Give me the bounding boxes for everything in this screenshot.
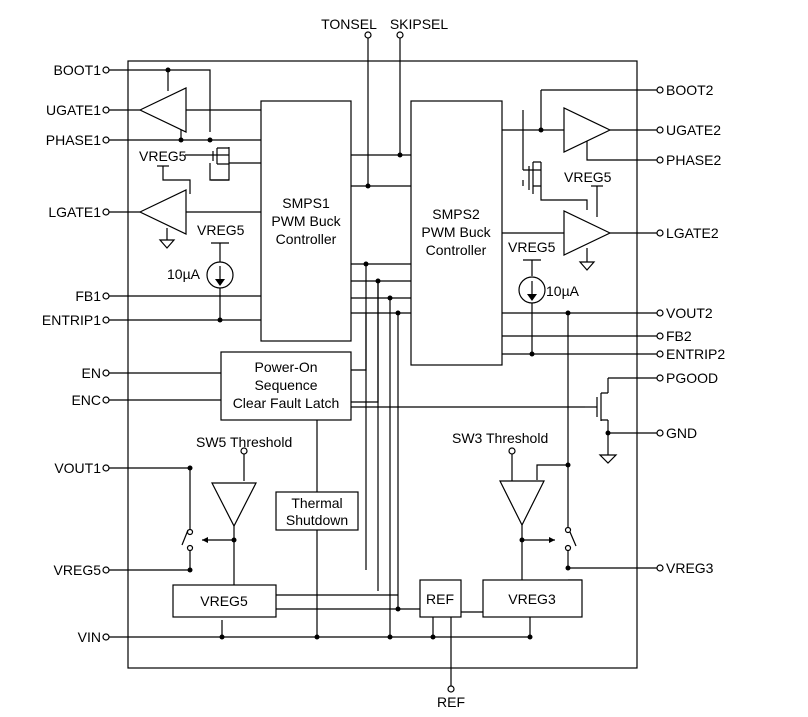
vreg3-block-label: VREG3 <box>508 591 556 607</box>
amplifiers <box>138 87 612 528</box>
pin-phase1: PHASE1 <box>46 132 101 148</box>
pin-gnd: GND <box>666 425 697 441</box>
pin-ref: REF <box>437 694 465 710</box>
pin-ugate1: UGATE1 <box>46 102 101 118</box>
pin-boot2: BOOT2 <box>666 82 714 98</box>
power-on-line2: Sequence <box>254 377 317 393</box>
vreg5-label-left-a: VREG5 <box>139 148 187 164</box>
supply-bars <box>157 165 618 464</box>
pin-vin: VIN <box>78 629 101 645</box>
chip-outline <box>127 60 638 669</box>
sw5-threshold-label: SW5 Threshold <box>196 434 292 450</box>
smps1-line3: Controller <box>276 231 337 247</box>
vreg3-block <box>482 579 583 618</box>
current-sources <box>206 261 546 304</box>
smps2-line3: Controller <box>426 242 487 258</box>
smps2-block <box>410 100 503 366</box>
pin-vreg3: VREG3 <box>666 560 714 576</box>
pin-boot1: BOOT1 <box>54 62 102 78</box>
smps1-line2: PWM Buck <box>271 213 341 229</box>
pin-entrip1: ENTRIP1 <box>42 312 101 328</box>
pin-lgate1: LGATE1 <box>48 204 101 220</box>
switches <box>181 526 577 552</box>
pin-tonsel: TONSEL <box>321 16 377 32</box>
pin-vreg5: VREG5 <box>54 562 102 578</box>
pin-vout1: VOUT1 <box>54 460 101 476</box>
thermal-block <box>275 491 359 531</box>
pin-lgate2: LGATE2 <box>666 225 719 241</box>
smps1-line1: SMPS1 <box>282 195 330 211</box>
vreg5-block <box>172 584 277 618</box>
junction-dots <box>165 67 611 640</box>
thermal-line1: Thermal <box>291 495 342 511</box>
current-label-right: 10µA <box>546 283 580 299</box>
ref-block-label: REF <box>426 591 454 607</box>
pin-enc: ENC <box>71 392 101 408</box>
pin-ugate2: UGATE2 <box>666 122 721 138</box>
vreg5-label-right-b: VREG5 <box>508 239 556 255</box>
pin-pgood: PGOOD <box>666 370 718 386</box>
power-on-block <box>220 351 352 421</box>
wires <box>109 38 657 686</box>
pin-terminals <box>102 31 664 693</box>
pin-fb2: FB2 <box>666 328 692 344</box>
pin-en: EN <box>82 365 101 381</box>
mosfets <box>212 147 608 421</box>
pin-phase2: PHASE2 <box>666 152 721 168</box>
smps1-block <box>260 100 352 342</box>
pin-skipsel: SKIPSEL <box>390 16 449 32</box>
current-label-left: 10µA <box>167 266 201 282</box>
power-on-line1: Power-On <box>254 359 317 375</box>
pin-entrip2: ENTRIP2 <box>666 346 725 362</box>
pin-vout2: VOUT2 <box>666 305 713 321</box>
pin-fb1: FB1 <box>75 288 101 304</box>
smps2-line1: SMPS2 <box>432 206 480 222</box>
ref-block <box>419 579 462 618</box>
sw3-threshold-label: SW3 Threshold <box>452 430 548 446</box>
smps2-line2: PWM Buck <box>421 224 491 240</box>
vreg5-label-right-a: VREG5 <box>564 169 612 185</box>
vreg5-block-label: VREG5 <box>200 593 248 609</box>
vreg5-label-left-b: VREG5 <box>197 222 245 238</box>
power-on-line3: Clear Fault Latch <box>233 395 340 411</box>
thermal-line2: Shutdown <box>286 512 348 528</box>
